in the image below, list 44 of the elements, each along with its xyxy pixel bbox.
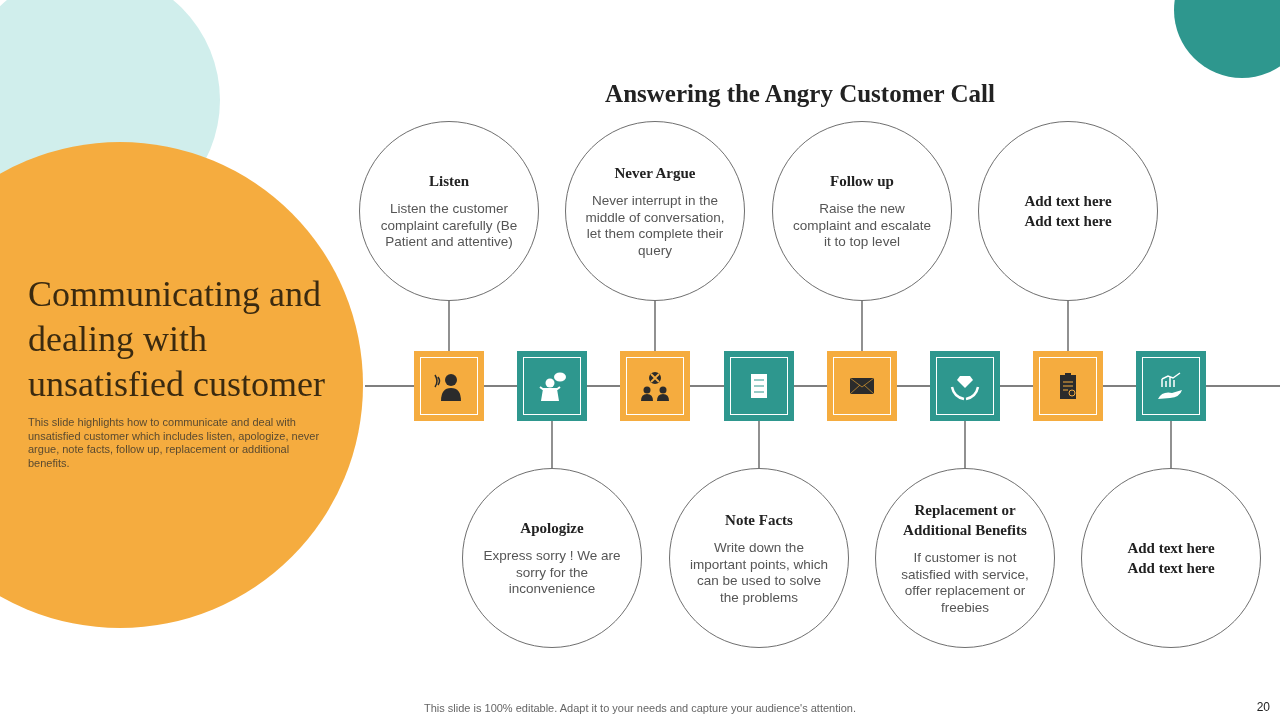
circle-heading: Follow up bbox=[830, 172, 894, 192]
circle-heading: Add text here Add text here bbox=[1126, 539, 1216, 578]
icon-tile bbox=[517, 351, 587, 421]
circle-description: If customer is not satisfied with service, offer replacement or freebies bbox=[900, 550, 1030, 616]
icon-tile bbox=[724, 351, 794, 421]
icon-tile bbox=[414, 351, 484, 421]
connector-line bbox=[1102, 385, 1137, 387]
footer-note: This slide is 100% editable. Adapt it to your needs and capture your audience's attention. bbox=[423, 702, 857, 714]
circle-description: Never interrupt in the middle of conversation, let them complete their query bbox=[584, 193, 726, 259]
connector-line bbox=[483, 385, 518, 387]
connector-line bbox=[861, 300, 863, 352]
icon-tile bbox=[620, 351, 690, 421]
circle-description: Express sorry ! We are sorry for the inconvenience bbox=[482, 548, 622, 598]
connector-line bbox=[758, 420, 760, 469]
circle-heading: Apologize bbox=[520, 519, 584, 539]
circle-heading: Never Argue bbox=[614, 164, 696, 183]
connector-line bbox=[1205, 385, 1280, 387]
connector-line bbox=[793, 385, 828, 387]
connector-line bbox=[964, 420, 966, 469]
icon-tile bbox=[1033, 351, 1103, 421]
icon-tile bbox=[827, 351, 897, 421]
circle-heading: Replacement or Additional Benefits bbox=[902, 501, 1028, 540]
connector-line bbox=[999, 385, 1034, 387]
icon-tile bbox=[1136, 351, 1206, 421]
connector-line bbox=[896, 385, 931, 387]
circle-description: Write down the important points, which can be used to solve the problems bbox=[688, 540, 830, 606]
circle-heading: Add text here Add text here bbox=[1023, 192, 1113, 231]
description-text: This slide highlights how to communicate and deal with unsatisfied customer which includes listen, apologize, never argue, note facts, follow up, replacement or additional benefits. bbox=[28, 416, 321, 470]
connector-line bbox=[551, 420, 553, 469]
circle-description: Listen the customer complaint carefully (Be Patient and attentive) bbox=[379, 201, 519, 251]
connector-line bbox=[654, 300, 656, 352]
connector-line bbox=[689, 385, 725, 387]
connector-line bbox=[586, 385, 621, 387]
connector-line bbox=[364, 385, 415, 387]
circle-description: Raise the new complaint and escalate it to top level bbox=[791, 201, 933, 251]
connector-line bbox=[1067, 300, 1069, 352]
connector-line bbox=[448, 300, 450, 352]
circle-heading: Listen bbox=[429, 172, 469, 192]
circle-heading: Note Facts bbox=[725, 511, 793, 530]
icon-tile bbox=[930, 351, 1000, 421]
main-heading: Communicating and dealing with unsatisfied customer bbox=[28, 273, 326, 406]
slide-title: Answering the Angry Customer Call bbox=[604, 80, 996, 108]
page-number: 20 bbox=[1255, 700, 1270, 714]
connector-line bbox=[1170, 420, 1172, 469]
